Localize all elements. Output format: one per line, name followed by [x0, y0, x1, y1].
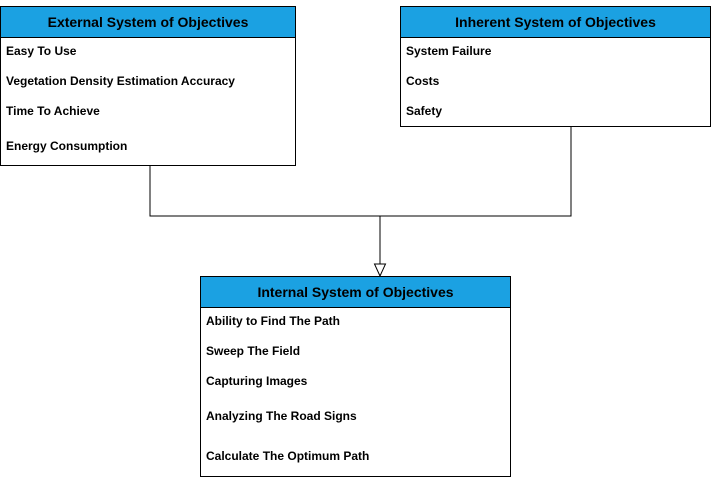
external-item: Energy Consumption	[6, 139, 128, 153]
internal-item: Analyzing The Road Signs	[206, 409, 357, 423]
external-connector	[149, 166, 380, 217]
internal-item: Calculate The Optimum Path	[206, 449, 370, 463]
inherent-item: Costs	[406, 74, 440, 88]
external-item: Easy To Use	[6, 44, 77, 58]
internal-objectives-box: Internal System of Objectives Ability to…	[200, 276, 511, 477]
external-item: Time To Achieve	[6, 104, 100, 118]
inherent-connector	[380, 127, 572, 217]
inherent-item: Safety	[406, 104, 443, 118]
internal-objectives-title: Internal System of Objectives	[201, 277, 510, 308]
inherent-item: System Failure	[406, 44, 492, 58]
external-objectives-box: External System of Objectives Easy To Us…	[0, 6, 296, 166]
inherent-objectives-title: Inherent System of Objectives	[401, 7, 710, 38]
internal-item: Sweep The Field	[206, 344, 301, 358]
internal-item: Capturing Images	[206, 374, 308, 388]
internal-item: Ability to Find The Path	[206, 314, 340, 328]
external-item: Vegetation Density Estimation Accuracy	[6, 74, 235, 88]
external-objectives-title: External System of Objectives	[1, 7, 295, 38]
hollow-arrowhead	[373, 263, 387, 278]
inherent-objectives-box: Inherent System of Objectives System Fai…	[400, 6, 711, 127]
